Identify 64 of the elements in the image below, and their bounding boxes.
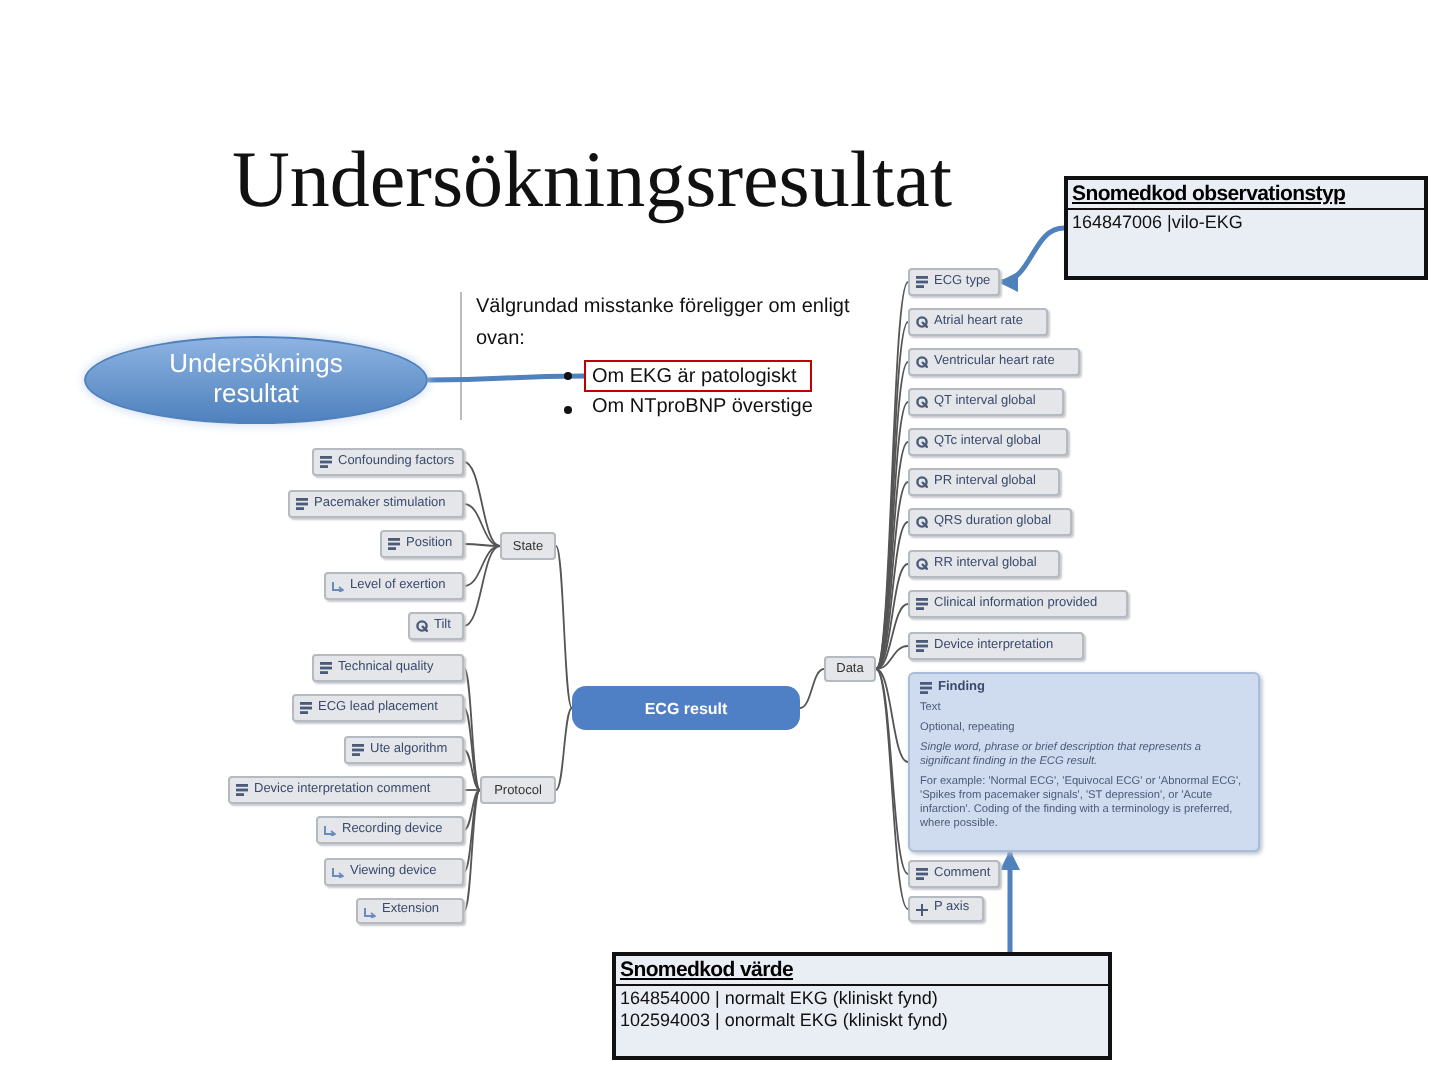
- connector-line: [463, 789, 481, 831]
- code-row-text: 164854000 | normalt EKG (kliniskt fynd): [618, 986, 940, 1008]
- connector-line: [428, 373, 584, 383]
- connector-line: [463, 749, 481, 791]
- topic-box: [908, 860, 1000, 888]
- code-row-text: 164847006 |vilo-EKG: [1070, 210, 1245, 232]
- topic-box: [908, 388, 1064, 416]
- topic-box: [908, 590, 1128, 618]
- topic-box: [908, 428, 1068, 456]
- connector-line: [555, 545, 573, 709]
- topic-box: [344, 736, 464, 764]
- connector-line: [463, 543, 501, 547]
- connector-line: [463, 545, 501, 627]
- code-row-text: 102594003 | onormalt EKG (kliniskt fynd): [618, 1008, 950, 1030]
- connector-line: [875, 563, 909, 670]
- table-header: Snomedkod värde: [616, 956, 1108, 986]
- bullet-text: Om EKG är patologiskt: [592, 365, 797, 387]
- topic-box: [908, 268, 1000, 296]
- topic-box: [908, 632, 1084, 660]
- arrow: [1000, 850, 1020, 952]
- topic-box: [908, 550, 1060, 578]
- topic-box: [312, 654, 464, 682]
- connector-line: [463, 461, 501, 547]
- topic-box: [324, 858, 464, 886]
- topic-box: [380, 530, 464, 558]
- topic-box: [324, 572, 464, 600]
- code-table: [612, 952, 1112, 1060]
- connector-line: [463, 789, 481, 791]
- connector-line: [463, 707, 481, 791]
- topic-box: [228, 776, 464, 804]
- connector-line: [463, 789, 481, 912]
- note-text: Välgrundad misstanke föreligger om enligt ovan:: [476, 294, 852, 353]
- topic-box: [288, 490, 464, 518]
- arrow: [998, 225, 1065, 290]
- highlight-box: [584, 360, 812, 392]
- branch-topic: [500, 532, 556, 560]
- topic-box: [908, 896, 984, 922]
- connector-line: [463, 545, 501, 587]
- connector-line: [555, 707, 573, 791]
- connector-line: [875, 668, 909, 763]
- topic-box: [908, 468, 1060, 496]
- topic-box: [312, 448, 464, 476]
- topic-card: [908, 672, 1260, 852]
- central-topic: [572, 686, 800, 730]
- connector-line: [875, 645, 909, 670]
- node-label: Undersöknings resultat: [167, 350, 345, 410]
- topic-box: [908, 308, 1048, 336]
- slide-title: Undersökningsresultat: [232, 132, 952, 226]
- branch-topic: [480, 776, 556, 804]
- connector-line: [463, 667, 481, 791]
- connector-line: [463, 503, 501, 547]
- topic-box: [908, 508, 1072, 536]
- branch-topic: [824, 656, 876, 682]
- connector-line: [875, 603, 909, 670]
- topic-box: [292, 694, 464, 722]
- connector-line: [799, 668, 825, 709]
- connector-line: [463, 789, 481, 873]
- code-table: [1064, 176, 1428, 280]
- topic-label: ECG result: [644, 699, 728, 717]
- topic-box: [316, 816, 464, 844]
- table-header: Snomedkod observationstyp: [1068, 180, 1424, 210]
- topic-box: [408, 612, 464, 640]
- topic-box: [356, 898, 464, 924]
- topic-box: [908, 348, 1080, 376]
